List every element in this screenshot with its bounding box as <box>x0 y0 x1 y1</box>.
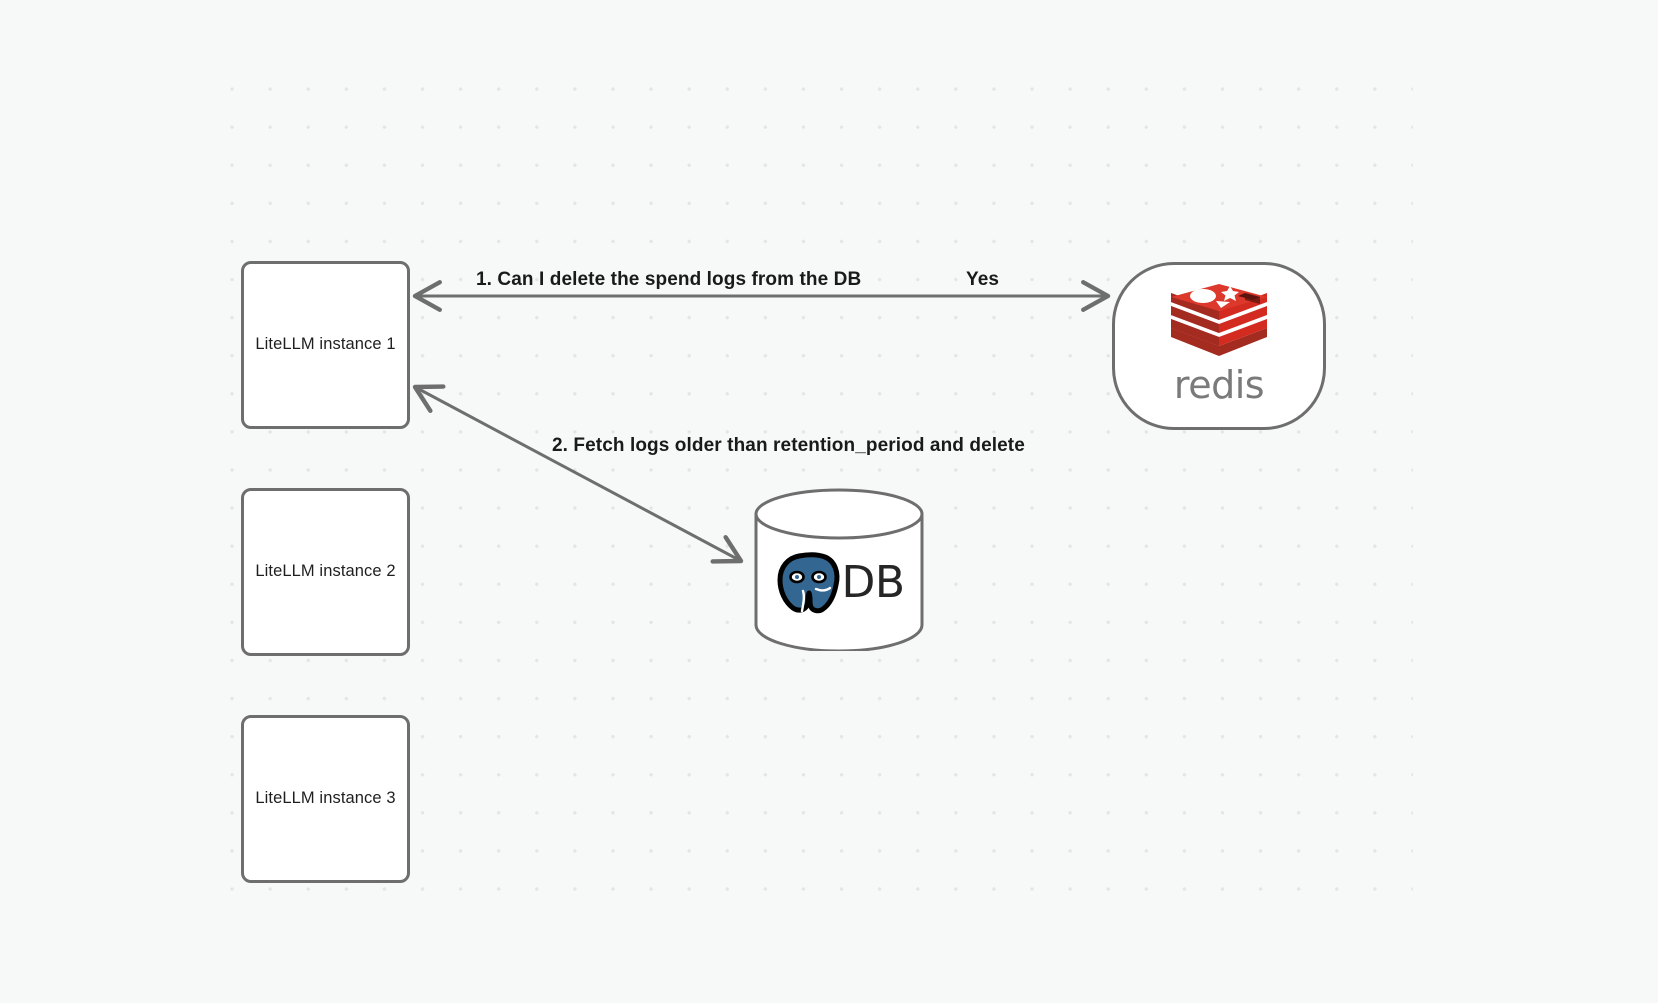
db-label: DB <box>841 557 905 608</box>
redis-wordmark: redis <box>1173 363 1265 407</box>
edge-label-2: 2. Fetch logs older than retention_perio… <box>552 435 1025 456</box>
node-litellm-instance-2-label: LiteLLM instance 2 <box>255 562 396 581</box>
edge-litellm1-db <box>412 384 744 564</box>
edge-label-1: 1. Can I delete the spend logs from the … <box>476 269 862 290</box>
node-litellm-instance-1[interactable]: LiteLLM instance 1 <box>241 261 410 429</box>
node-litellm-instance-2[interactable]: LiteLLM instance 2 <box>241 488 410 656</box>
redis-logo-icon <box>1171 284 1267 356</box>
edge-label-1-reply: Yes <box>966 269 1000 290</box>
db-content: DB <box>753 488 925 651</box>
node-litellm-instance-3[interactable]: LiteLLM instance 3 <box>241 715 410 883</box>
node-litellm-instance-1-label: LiteLLM instance 1 <box>255 335 396 354</box>
node-redis[interactable]: redis <box>1112 262 1326 430</box>
node-postgres-db[interactable]: DB <box>753 488 925 651</box>
node-litellm-instance-3-label: LiteLLM instance 3 <box>255 789 396 808</box>
postgres-elephant-icon <box>777 551 840 613</box>
redis-logo-group: redis <box>1167 284 1271 404</box>
